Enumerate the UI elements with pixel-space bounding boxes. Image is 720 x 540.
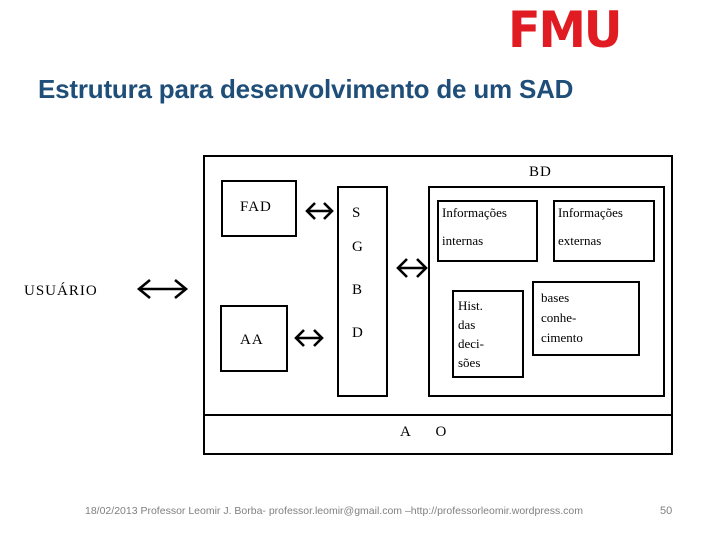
informacoes-internas-box: [437, 200, 538, 262]
sgbd-letter-b: B: [352, 282, 363, 298]
informacoes-externas-line1: Informações: [558, 205, 623, 220]
informacoes-internas-line1: Informações: [442, 205, 507, 220]
fmu-logo: FMU: [508, 1, 623, 59]
historico-decisoes-box: [452, 290, 524, 378]
bases-conhecimento-box: [532, 281, 640, 356]
informacoes-internas-line2: internas: [442, 233, 484, 248]
sgbd-column-box: [337, 186, 388, 397]
aa-label: AA: [240, 332, 264, 348]
fad-label: FAD: [240, 199, 272, 215]
page-number: 50: [660, 505, 673, 517]
slide-footer: 18/02/2013 Professor Leomir J. Borba- pr…: [0, 505, 720, 527]
footer-text: 18/02/2013 Professor Leomir J. Borba- pr…: [85, 505, 583, 517]
informacoes-externas-box: [553, 200, 655, 262]
sgbd-bd-double-arrow-icon: [396, 258, 428, 278]
bd-label: BD: [529, 164, 552, 180]
sgbd-letter-g: G: [352, 239, 363, 255]
page-title: Estrutura para desenvolvimento de um SAD: [38, 74, 574, 104]
sgbd-letter-s: S: [352, 205, 361, 221]
informacoes-externas-line2: externas: [558, 233, 602, 248]
usuario-label: USUÁRIO: [24, 283, 98, 299]
aa-box: [220, 305, 288, 372]
fad-sgbd-double-arrow-icon: [305, 202, 334, 220]
historico-decisoes-label: Hist. das deci- sões: [458, 298, 484, 370]
usuario-double-arrow-icon: [136, 278, 189, 300]
bases-conhecimento-label: bases conhe- cimento: [541, 290, 583, 345]
aa-sgbd-double-arrow-icon: [294, 329, 324, 347]
sgbd-letter-d: D: [352, 325, 363, 341]
diagram-bottom-strip: [203, 414, 673, 455]
bottom-strip-label: A O: [400, 424, 453, 440]
fad-box: [221, 180, 297, 237]
